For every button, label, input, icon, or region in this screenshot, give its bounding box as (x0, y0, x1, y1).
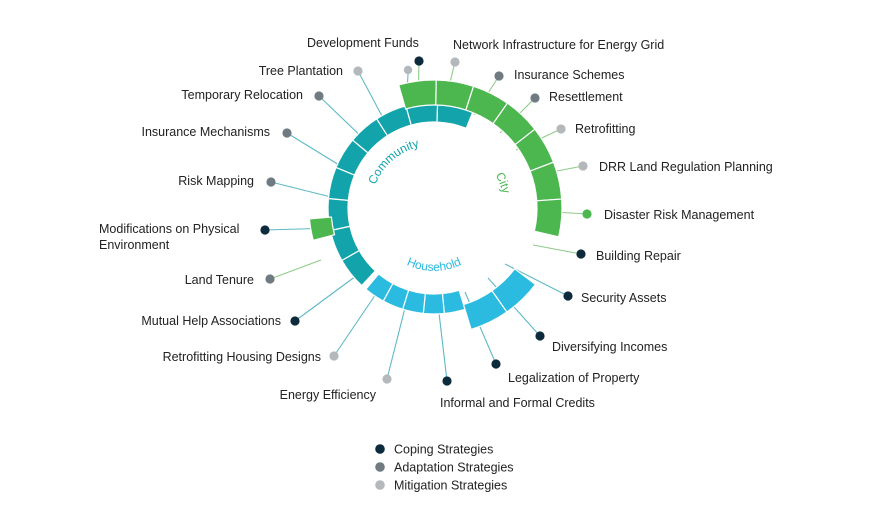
strategy-dot-coping (576, 249, 586, 259)
strategy-dot-coping (290, 316, 300, 326)
city-ring-segment (308, 216, 336, 242)
strategy-label: Security Assets (581, 291, 666, 305)
household-ring-segment (422, 292, 445, 315)
strategy-dot-mitigation (353, 66, 363, 76)
strategy-label: Retrofitting Housing Designs (163, 350, 321, 364)
legend-label-coping: Coping Strategies (394, 443, 493, 457)
legend-label-mitigation: Mitigation Strategies (394, 479, 507, 493)
legend-label-adaptation: Adaptation Strategies (394, 461, 514, 475)
strategy-dot-coping (442, 376, 452, 386)
strategy-label: Diversifying Incomes (552, 340, 667, 354)
strategy-label: Retrofitting (575, 122, 635, 136)
strategy-label: Insurance Schemes (514, 68, 624, 82)
strategy-label: DRR Land Regulation Planning (599, 160, 773, 174)
strategy-label: Resettlement (549, 90, 623, 104)
legend-dot-mitigation (375, 480, 385, 490)
household-ring-segment (365, 273, 394, 302)
strategy-dot-adaptation (314, 91, 324, 101)
connector-line (294, 275, 357, 322)
household-ring-segment (441, 289, 466, 315)
strategy-dot-adaptation (266, 177, 276, 187)
strategy-dot-adaptation (282, 128, 292, 138)
ring-label-household: Household (405, 255, 463, 275)
strategy-dot-mitigation (556, 124, 566, 134)
strategy-dot-adaptation (530, 93, 540, 103)
strategy-dot-mitigation (450, 57, 460, 67)
legend-dot-coping (375, 444, 385, 454)
strategy-label: Tree Plantation (259, 64, 343, 78)
connector-line (532, 244, 582, 255)
legend-dot-adaptation (375, 462, 385, 472)
strategy-dot-coping (414, 56, 424, 66)
strategy-dot-adaptation (494, 71, 504, 81)
household-ring-segment (462, 289, 508, 331)
strategy-label: Network Infrastructure for Energy Grid (453, 38, 664, 52)
ring-segments (308, 79, 563, 331)
strategy-dot-mitigation (329, 351, 339, 361)
strategy-dots (260, 56, 592, 386)
strategy-label: Building Repair (596, 249, 681, 263)
strategy-label: Informal and Formal Credits (440, 396, 595, 410)
connector-line (270, 181, 336, 199)
city-ring-segment (533, 198, 563, 238)
strategy-label: Mutual Help Associations (141, 314, 281, 328)
strategy-dot-mitigation (382, 374, 392, 384)
strategy-dot-adaptation (265, 274, 275, 284)
strategy-label: Disaster Risk Management (604, 208, 755, 222)
strategy-label: Risk Mapping (178, 174, 254, 188)
strategy-labels: Development Funds Network Infrastructure … (99, 36, 773, 410)
strategy-label: Land Tenure (185, 273, 254, 287)
connector-line (286, 132, 345, 169)
connector-line (333, 287, 381, 357)
strategy-dot-city (582, 209, 592, 219)
strategy-label: Insurance Mechanisms (141, 125, 270, 139)
strategy-label: Development Funds (307, 36, 419, 50)
strategy-dot-coping (535, 331, 545, 341)
strategy-label: Temporary Relocation (181, 88, 303, 102)
strategy-dot-coping (563, 291, 573, 301)
strategy-dot-coping (491, 359, 501, 369)
strategy-label: Energy Efficiency (280, 388, 377, 402)
ring-label-city: City (493, 170, 513, 195)
city-ring-segment (397, 79, 437, 110)
connector-line (269, 259, 322, 280)
strategy-dot-mitigation (578, 161, 588, 171)
strategy-label: Legalization of Property (508, 371, 640, 385)
strategy-dot-extra (403, 65, 413, 75)
strategy-dot-coping (260, 225, 270, 235)
